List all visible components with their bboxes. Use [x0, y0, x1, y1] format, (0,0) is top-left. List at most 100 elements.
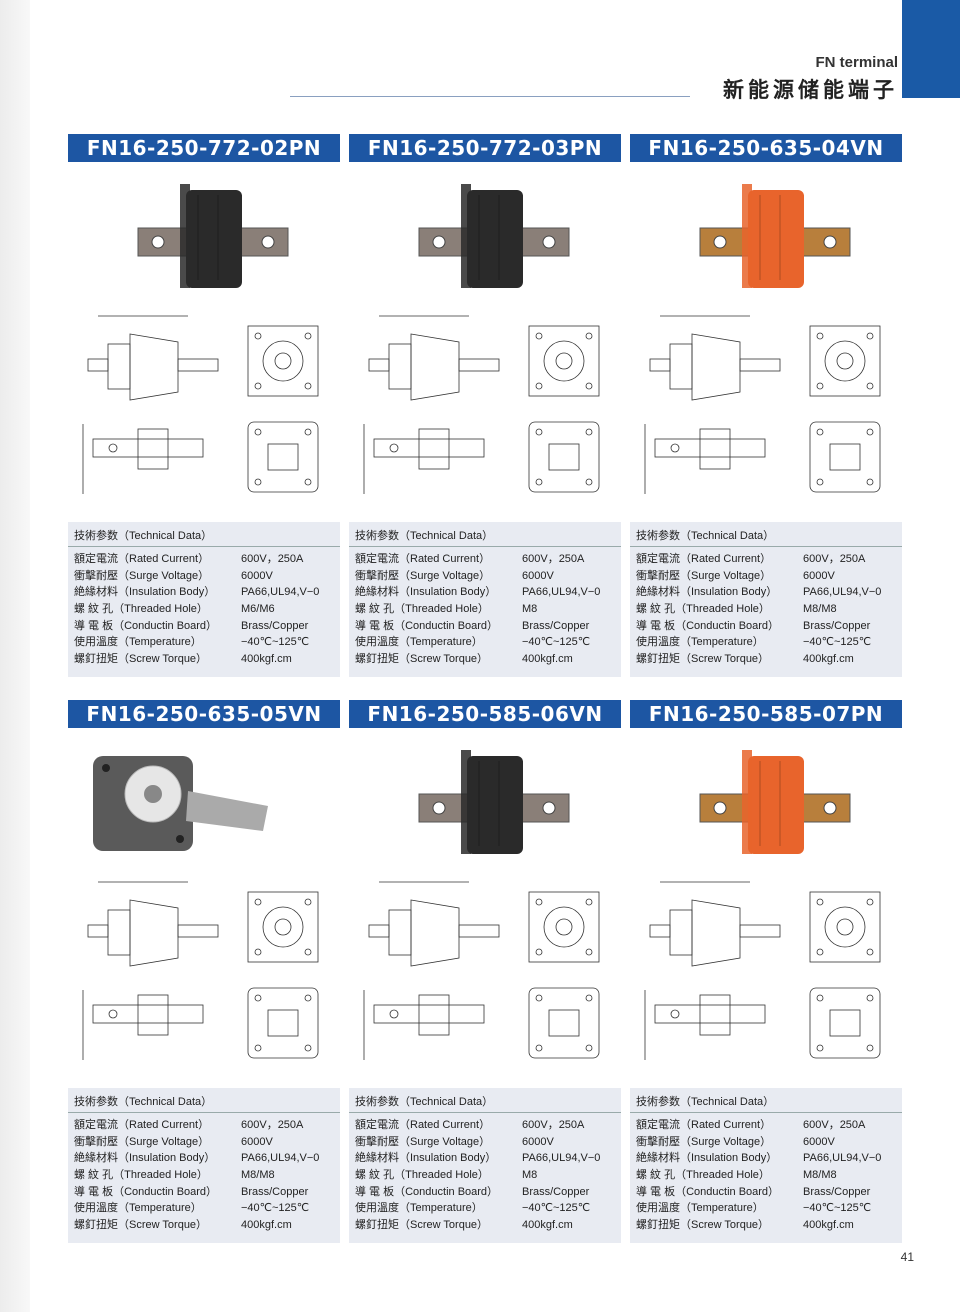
header-rule [290, 96, 690, 97]
spec-row: 衝擊耐壓（Surge Voltage）6000V [68, 1134, 340, 1151]
spec-label: 絶緣材料（Insulation Body） [355, 586, 497, 599]
spec-value: 400kgf.cm [522, 653, 573, 666]
spec-row: 絶緣材料（Insulation Body）PA66,UL94,V−0 [68, 1150, 340, 1167]
technical-drawing [68, 870, 340, 1080]
product-title: FN16-250-585-07PN [630, 700, 902, 728]
spec-row: 螺 紋 孔（Threaded Hole）M8 [349, 601, 621, 618]
spec-label: 導 電 板（Conductin Board） [74, 619, 218, 632]
spec-value: 400kgf.cm [803, 653, 854, 666]
spec-value: 6000V [803, 569, 835, 582]
product-card: FN16-250-772-02PN 技術参数（Technical Data）額定… [68, 134, 340, 677]
spec-label: 使用溫度（Temperature） [355, 636, 483, 649]
spec-label: 導 電 板（Conductin Board） [355, 1185, 499, 1198]
spec-label: 螺 紋 孔（Threaded Hole） [636, 1169, 770, 1182]
spec-heading: 技術参数（Technical Data） [349, 1088, 621, 1113]
spec-row: 絶緣材料（Insulation Body）PA66,UL94,V−0 [68, 584, 340, 601]
spec-row: 絶緣材料（Insulation Body） PA66,UL94,V−0 [630, 1150, 902, 1167]
spec-value: PA66,UL94,V−0 [803, 1152, 882, 1165]
spec-value: PA66,UL94,V−0 [522, 586, 601, 599]
spec-value: 600V，250A [803, 1119, 866, 1131]
product-photo [349, 170, 621, 295]
spec-value: −40℃~125℃ [522, 636, 591, 649]
spec-table: 技術参数（Technical Data）額定電流（Rated Current）6… [630, 1088, 902, 1243]
spec-row: 絶緣材料（Insulation Body）PA66,UL94,V−0 [349, 1150, 621, 1167]
spec-label: 額定電流（Rated Current） [636, 553, 772, 565]
spec-row: 使用溫度（Temperature）−40℃~125℃ [630, 1200, 902, 1217]
spec-row: 衝擊耐壓（Surge Voltage）6000V [68, 568, 340, 585]
spec-row: 螺 紋 孔（Threaded Hole） M8/M8 [630, 1167, 902, 1184]
spec-row: 導 電 板（Conductin Board） Brass/Copper [68, 618, 340, 635]
spec-value: 400kgf.cm [241, 1219, 292, 1232]
spec-value: 600V，250A [241, 553, 304, 565]
spec-label: 使用溫度（Temperature） [636, 636, 764, 649]
spec-value: M8 [522, 1169, 538, 1182]
product-card: FN16-250-772-03PN 技術参数（Technical Data） 額定… [349, 134, 621, 677]
spec-row: 使用溫度（Temperature） −40℃~125℃ [349, 634, 621, 651]
spec-row: 螺 紋 孔（Threaded Hole）M8/M8 [68, 1167, 340, 1184]
spec-row: 螺釘扭矩（Screw Torque）400kgf.cm [349, 1217, 621, 1234]
spec-value: 6000V [522, 569, 554, 582]
spec-value: Brass/Copper [803, 1185, 871, 1198]
spec-value: 400kgf.cm [241, 653, 292, 666]
left-margin-shade [0, 0, 30, 1312]
spec-label: 導 電 板（Conductin Board） [74, 1185, 218, 1198]
spec-value: 600V，250A [522, 553, 585, 565]
spec-label: 額定電流（Rated Current） [355, 553, 491, 565]
spec-row: 絶緣材料（Insulation Body） PA66,UL94,V−0 [349, 584, 621, 601]
spec-row: 導 電 板（Conductin Board）Brass/Copper [68, 1184, 340, 1201]
spec-row: 螺 紋 孔（Threaded Hole）M8/M8 [630, 601, 902, 618]
page-number: 41 [900, 1250, 914, 1264]
header-cn-title: 新能源储能端子 [723, 78, 898, 102]
spec-row: 額定電流（Rated Current）600V，250A [68, 1117, 340, 1134]
product-card: FN16-250-635-04VN 技術参数（Technical Data）額定… [630, 134, 902, 677]
spec-value: Brass/Copper [241, 619, 309, 632]
spec-heading: 技術参数（Technical Data） [349, 522, 621, 547]
spec-row: 衝擊耐壓（Surge Voltage）6000V [349, 1134, 621, 1151]
product-card: FN16-250-585-06VN 技術参数（Technical Data）額定… [349, 700, 621, 1243]
spec-label: 絶緣材料（Insulation Body） [74, 586, 216, 599]
spec-row: 使用溫度（Temperature）−40℃~125℃ [349, 1200, 621, 1217]
spec-value: Brass/Copper [522, 619, 590, 632]
spec-label: 導 電 板（Conductin Board） [636, 619, 780, 632]
spec-value: −40℃~125℃ [241, 1202, 310, 1215]
spec-row: 導 電 板（Conductin Board）Brass/Copper [630, 618, 902, 635]
spec-label: 螺釘扭矩（Screw Torque） [636, 1219, 770, 1232]
spec-label: 衝擊耐壓（Surge Voltage） [355, 1135, 491, 1148]
spec-value: −40℃~125℃ [241, 636, 310, 649]
spec-row: 衝擊耐壓（Surge Voltage）6000V [630, 568, 902, 585]
spec-label: 螺釘扭矩（Screw Torque） [636, 653, 770, 666]
spec-row: 螺釘扭矩（Screw Torque） 400kgf.cm [68, 1217, 340, 1234]
spec-label: 使用溫度（Temperature） [355, 1202, 483, 1215]
spec-value: M6/M6 [241, 603, 275, 616]
spec-row: 衝擊耐壓（Surge Voltage）6000V [349, 568, 621, 585]
spec-value: PA66,UL94,V−0 [241, 1152, 320, 1165]
spec-row: 螺釘扭矩（Screw Torque） 400kgf.cm [630, 651, 902, 668]
product-card: FN16-250-585-07PN 技術参数（Technical Data）額定… [630, 700, 902, 1243]
spec-row: 額定電流（Rated Current）600V，250A [349, 1117, 621, 1134]
spec-value: 400kgf.cm [522, 1219, 573, 1232]
spec-label: 螺釘扭矩（Screw Torque） [74, 1219, 208, 1232]
product-card: FN16-250-635-05VN 技術参数（Technical Data）額定… [68, 700, 340, 1243]
spec-table: 技術参数（Technical Data）額定電流（Rated Current）6… [68, 522, 340, 677]
technical-drawing [68, 304, 340, 514]
spec-value: 6000V [803, 1135, 835, 1148]
product-title: FN16-250-772-02PN [68, 134, 340, 162]
corner-tab [902, 0, 960, 98]
technical-drawing [630, 304, 902, 514]
spec-heading: 技術参数（Technical Data） [630, 522, 902, 547]
spec-label: 衝擊耐壓（Surge Voltage） [74, 569, 210, 582]
spec-label: 使用溫度（Temperature） [74, 636, 202, 649]
product-title: FN16-250-635-05VN [68, 700, 340, 728]
spec-row: 導 電 板（Conductin Board）Brass/Copper [630, 1184, 902, 1201]
spec-label: 絶緣材料（Insulation Body） [636, 586, 778, 599]
spec-value: M8/M8 [803, 1169, 837, 1182]
spec-row: 螺釘扭矩（Screw Torque） 400kgf.cm [349, 651, 621, 668]
technical-drawing [630, 870, 902, 1080]
spec-label: 螺 紋 孔（Threaded Hole） [355, 1169, 489, 1182]
technical-drawing [349, 870, 621, 1080]
spec-label: 螺釘扭矩（Screw Torque） [355, 653, 489, 666]
spec-heading: 技術参数（Technical Data） [68, 522, 340, 547]
product-title: FN16-250-772-03PN [349, 134, 621, 162]
spec-label: 絶緣材料（Insulation Body） [636, 1152, 778, 1165]
spec-value: PA66,UL94,V−0 [522, 1152, 601, 1165]
